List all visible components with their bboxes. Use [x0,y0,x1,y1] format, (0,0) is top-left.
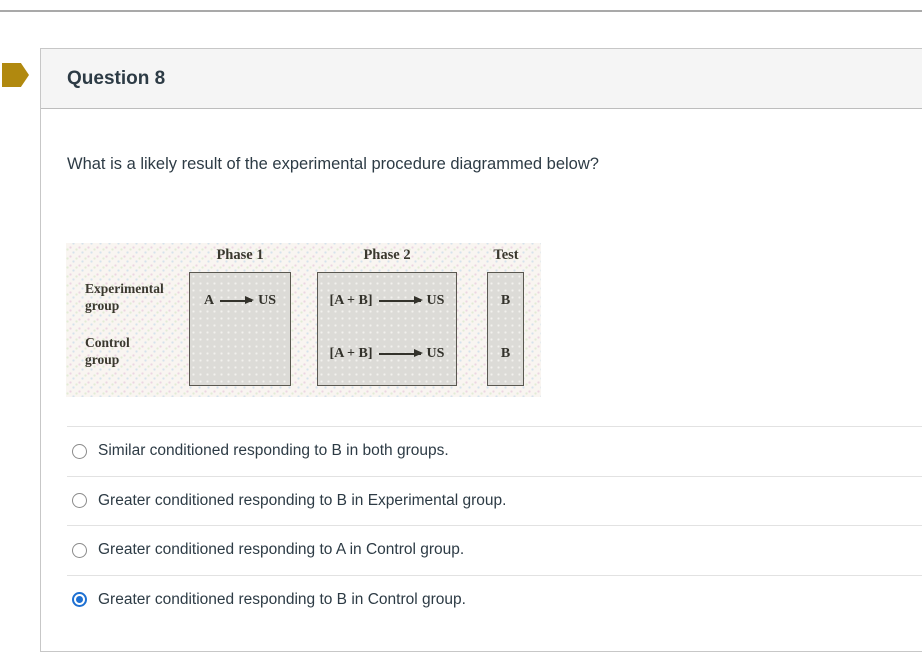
answer-option-label[interactable]: Similar conditioned responding to B in b… [98,442,449,460]
diagram-row-label-experimental: Experimental group [85,280,164,314]
experiment-diagram: Phase 1 Phase 2 Test Experimental group … [66,243,541,397]
diagram-row-label-control: Control group [85,334,130,368]
phase2-control-pairing: [A + B] US [317,345,457,363]
test-experimental-stimulus: B [500,293,511,308]
answer-option-label[interactable]: Greater conditioned responding to A in C… [98,541,465,559]
diagram-box-test [487,272,524,386]
stimulus-label: US [426,346,445,361]
label-line: Experimental [85,281,164,296]
radio-button-icon[interactable] [72,592,87,608]
question-flag-icon[interactable] [2,63,29,87]
label-line: group [85,352,120,367]
stimulus-label: [A + B] [329,293,373,308]
answer-option-3[interactable]: Greater conditioned responding to A in C… [67,525,922,575]
arrow-icon [378,296,423,304]
diagram-column-header-test: Test [493,247,519,263]
diagram-box-phase1 [189,272,291,386]
page-top-divider [0,10,922,12]
label-line: group [85,298,120,313]
answer-option-label[interactable]: Greater conditioned responding to B in C… [98,590,466,608]
test-control-stimulus: B [500,346,511,361]
question-title: Question 8 [67,67,166,89]
phase2-experimental-pairing: [A + B] US [317,292,457,310]
stimulus-label: A [203,293,215,308]
label-line: Control [85,335,130,350]
answer-option-4[interactable]: Greater conditioned responding to B in C… [67,574,922,625]
answer-options: Similar conditioned responding to B in b… [67,426,922,624]
question-card: Question 8 What is a likely result of th… [40,48,922,652]
radio-button-icon[interactable] [72,443,87,459]
answer-option-label[interactable]: Greater conditioned responding to B in E… [98,491,507,509]
stimulus-label: US [426,293,445,308]
diagram-box-phase2 [317,272,457,386]
radio-button-icon[interactable] [72,493,87,509]
arrow-icon [378,349,423,357]
question-header: Question 8 [41,49,922,109]
stimulus-label: US [258,293,277,308]
answer-option-1[interactable]: Similar conditioned responding to B in b… [67,426,922,476]
diagram-column-header-phase1: Phase 1 [216,247,264,263]
phase1-experimental-pairing: A US [189,292,291,310]
radio-button-icon[interactable] [72,542,87,558]
answer-option-2[interactable]: Greater conditioned responding to B in E… [67,475,922,526]
diagram-column-header-phase2: Phase 2 [363,247,411,263]
question-prompt: What is a likely result of the experimen… [67,155,599,173]
stimulus-label: [A + B] [329,346,373,361]
arrow-icon [220,296,255,304]
